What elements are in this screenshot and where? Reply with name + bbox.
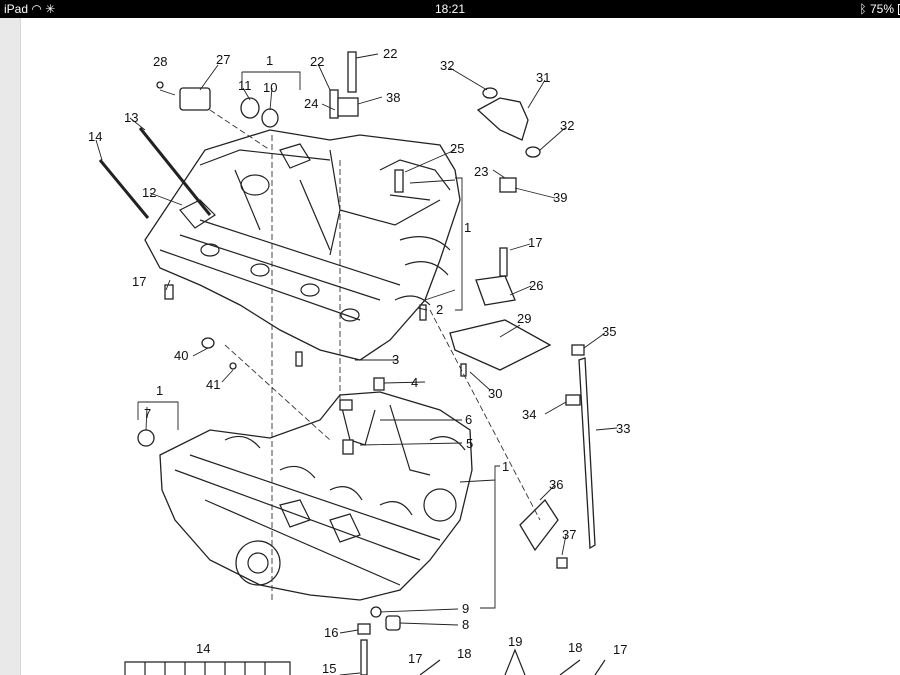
lower-crankcase	[159, 391, 473, 601]
callout-label: 29	[517, 311, 531, 326]
alignment-lines	[95, 53, 618, 675]
device-label: iPad ◠ ✳	[4, 2, 55, 16]
callout-label: 39	[553, 190, 567, 205]
callout-label: 14	[196, 641, 210, 656]
callout-label: 15	[322, 661, 336, 675]
callout-label: 37	[562, 527, 576, 542]
callout-label: 23	[474, 164, 488, 179]
callout-label: 13	[124, 110, 138, 125]
callout-label: 9	[462, 601, 469, 616]
callout-label: 24	[304, 96, 318, 111]
callout-label: 7	[144, 406, 151, 421]
device-name: iPad	[4, 2, 29, 16]
callout-label: 14	[88, 129, 102, 144]
callout-label: 1	[266, 53, 273, 68]
callout-label: 32	[560, 118, 574, 133]
upper-crankcase	[144, 129, 461, 361]
callout-label: 19	[508, 634, 522, 649]
callout-label: 17	[408, 651, 422, 666]
callout-label: 5	[466, 436, 473, 451]
bottom-part	[124, 648, 606, 675]
battery-icon	[898, 4, 900, 15]
callout-label: 8	[462, 617, 469, 632]
callout-label: 1	[156, 383, 163, 398]
callout-label: 2	[436, 302, 443, 317]
callout-label: 26	[529, 278, 543, 293]
callout-label: 17	[613, 642, 627, 657]
callout-label: 32	[440, 58, 454, 73]
callout-label: 27	[216, 52, 230, 67]
callout-label: 30	[488, 386, 502, 401]
callout-label: 22	[310, 54, 324, 69]
callout-label: 40	[174, 348, 188, 363]
callout-label: 16	[324, 625, 338, 640]
callout-label: 35	[602, 324, 616, 339]
callout-label: 17	[132, 274, 146, 289]
activity-icon: ✳	[45, 2, 56, 16]
callout-label: 18	[568, 640, 582, 655]
callout-label: 33	[616, 421, 630, 436]
small-parts	[98, 51, 596, 675]
callout-label: 38	[386, 90, 400, 105]
callout-label: 36	[549, 477, 563, 492]
callout-label: 31	[536, 70, 550, 85]
callout-label: 11	[238, 78, 252, 93]
bluetooth-icon: ᛒ	[859, 2, 867, 16]
status-bar: iPad ◠ ✳ 18:21 ᛒ 75%	[0, 0, 900, 18]
callout-label: 25	[450, 141, 464, 156]
callout-label: 6	[465, 412, 472, 427]
clock: 18:21	[434, 2, 466, 16]
callout-labels: 28 27 1 11 10 22 22 24 38 32 31 32 13 14…	[88, 46, 630, 675]
callout-label: 17	[528, 235, 542, 250]
battery-status: ᛒ 75%	[859, 2, 900, 16]
callout-label: 1	[502, 459, 509, 474]
callout-label: 4	[411, 375, 418, 390]
callout-label: 34	[522, 407, 536, 422]
page-gutter	[0, 18, 21, 675]
battery-percent: 75%	[869, 2, 894, 16]
callout-label: 28	[153, 54, 167, 69]
callout-label: 10	[263, 80, 277, 95]
wifi-icon: ◠	[31, 2, 42, 16]
callout-label: 41	[206, 377, 220, 392]
callout-label: 18	[457, 646, 471, 661]
callout-label: 1	[464, 220, 471, 235]
callout-label: 22	[383, 46, 397, 61]
callout-label: 3	[392, 352, 399, 367]
callout-label: 12	[142, 185, 156, 200]
